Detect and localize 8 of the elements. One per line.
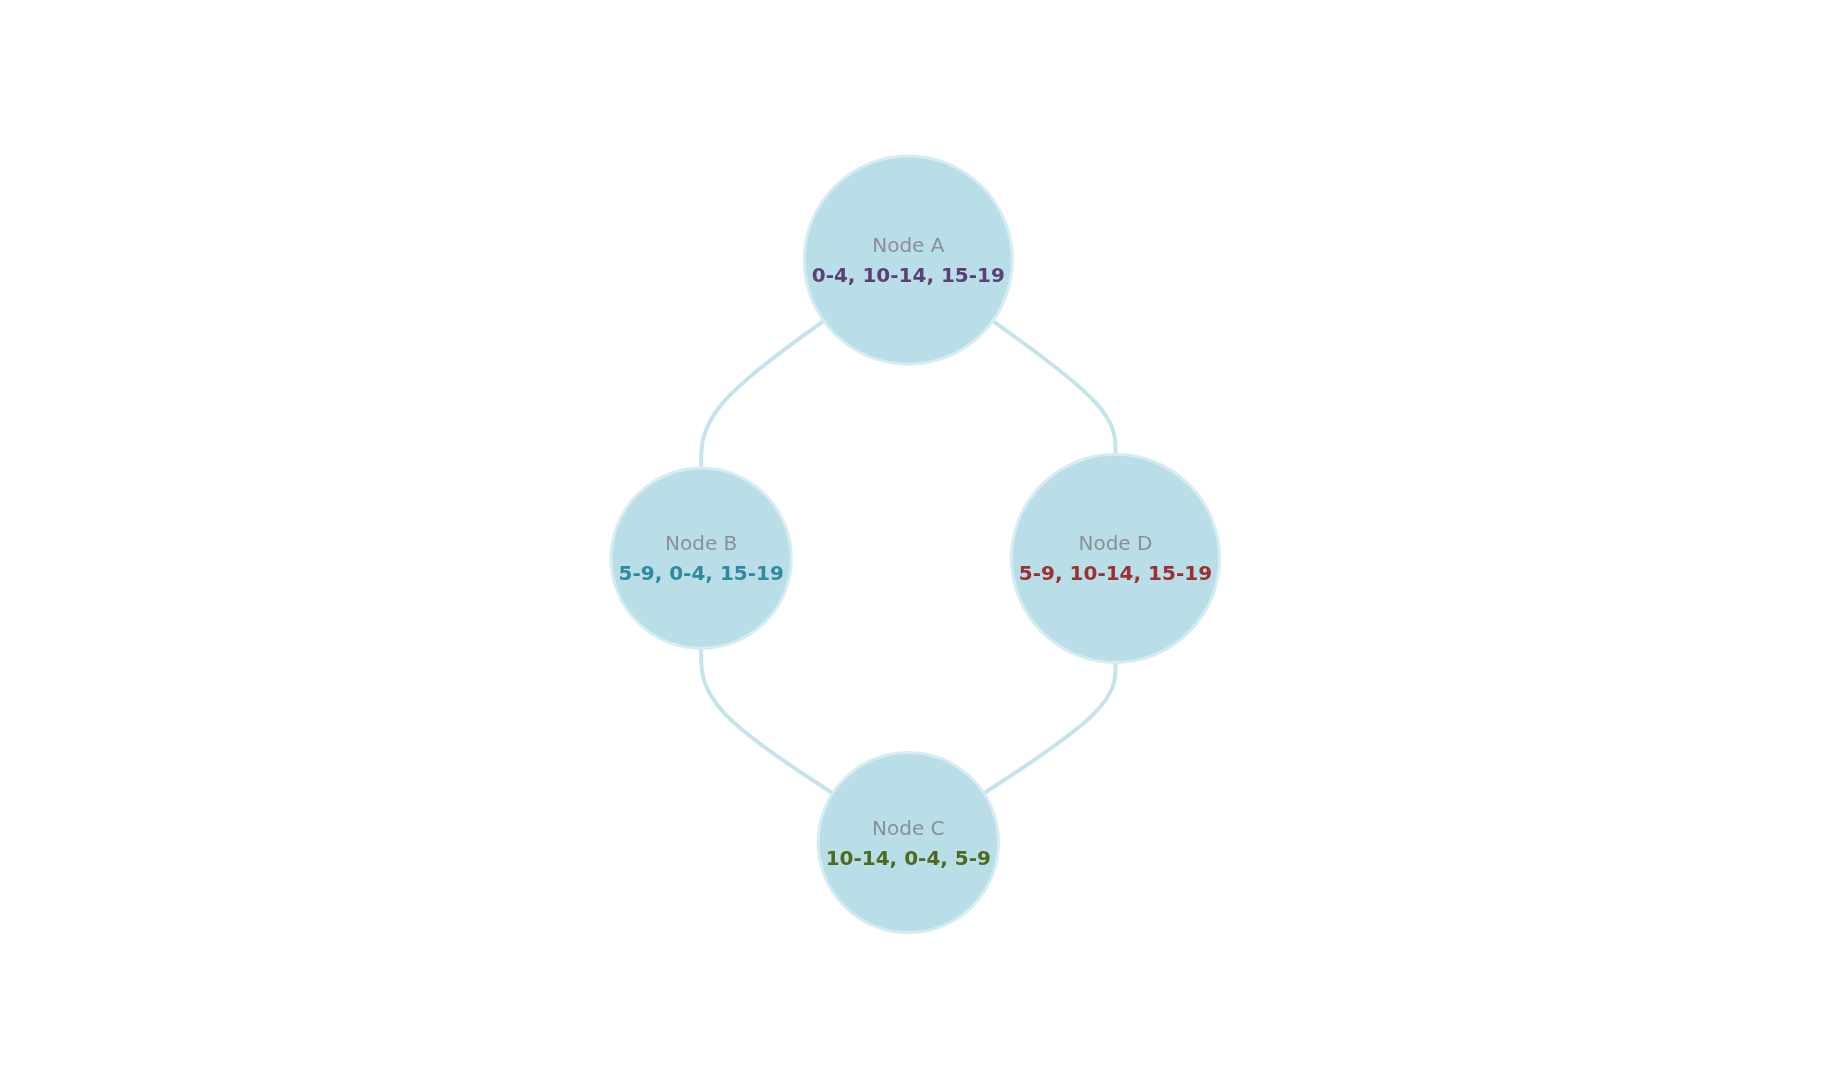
connector	[699, 648, 835, 796]
node-circle: Node B 5-9, 0-4, 15-19	[609, 466, 794, 651]
connector	[982, 662, 1118, 796]
node-circle: Node D 5-9, 10-14, 15-19	[1010, 452, 1222, 664]
connector	[991, 319, 1118, 455]
node-circle: Node A 0-4, 10-14, 15-19	[802, 154, 1015, 366]
connector	[699, 319, 826, 469]
node-circle: Node C 10-14, 0-4, 5-9	[816, 751, 1001, 935]
